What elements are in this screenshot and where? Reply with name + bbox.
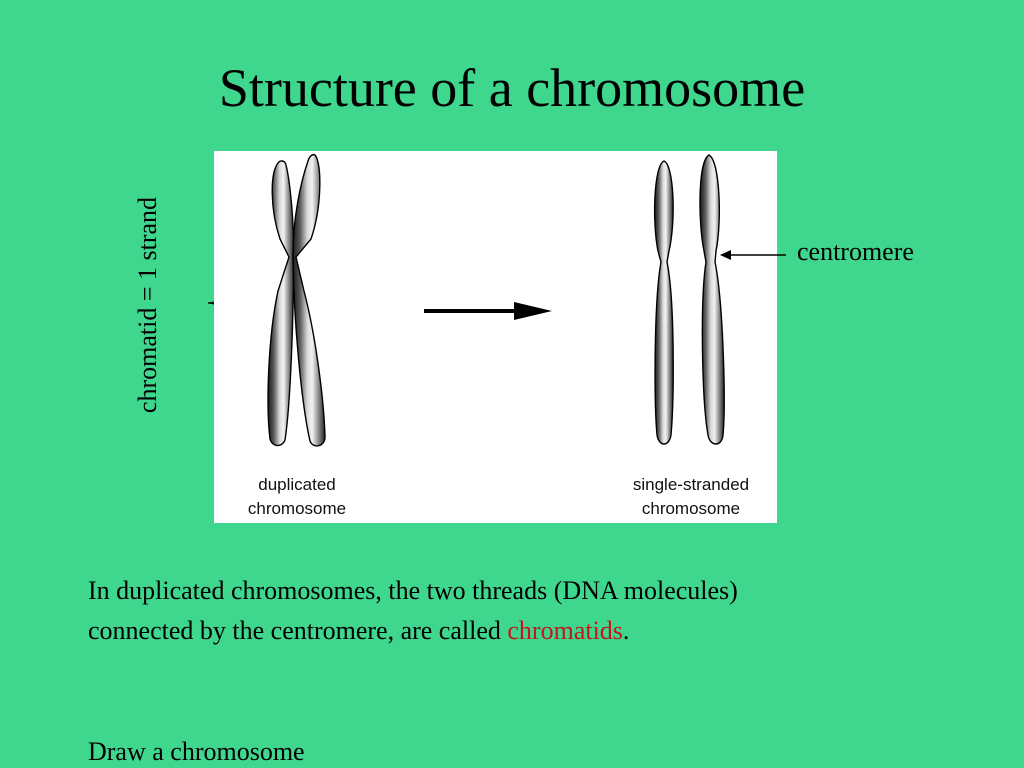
chromatids-term: chromatids — [507, 616, 623, 645]
single-stranded-chromosome-shape — [653, 154, 725, 445]
centromere-label: centromere — [797, 237, 914, 266]
caption-line: single-stranded — [632, 475, 750, 494]
chromatid-strand-label: chromatid = 1 strand — [133, 196, 162, 414]
caption-line: duplicated — [258, 475, 336, 494]
duplicated-chromosome-caption: duplicated chromosome — [214, 473, 380, 521]
single-stranded-chromosome-caption: single-stranded chromosome — [606, 473, 776, 521]
caption-line: chromosome — [247, 499, 347, 518]
body-text: In duplicated chromosomes, the two threa… — [88, 571, 988, 651]
body-line-2-suffix: . — [622, 616, 630, 645]
body-line-2-prefix: connected by the centromere, are called — [88, 616, 508, 645]
right-arrow-icon — [424, 302, 552, 320]
left-arrow-icon — [720, 250, 786, 260]
duplicated-chromosome-shape — [267, 153, 326, 447]
draw-prompt: Draw a chromosome — [88, 737, 305, 766]
slide-title: Structure of a chromosome — [218, 58, 806, 118]
caption-line: chromosome — [641, 499, 741, 518]
body-line-1: In duplicated chromosomes, the two threa… — [88, 576, 738, 605]
chromosome-figure: duplicated chromosome single-stranded ch… — [214, 151, 777, 523]
chromosome-illustration — [267, 153, 725, 447]
